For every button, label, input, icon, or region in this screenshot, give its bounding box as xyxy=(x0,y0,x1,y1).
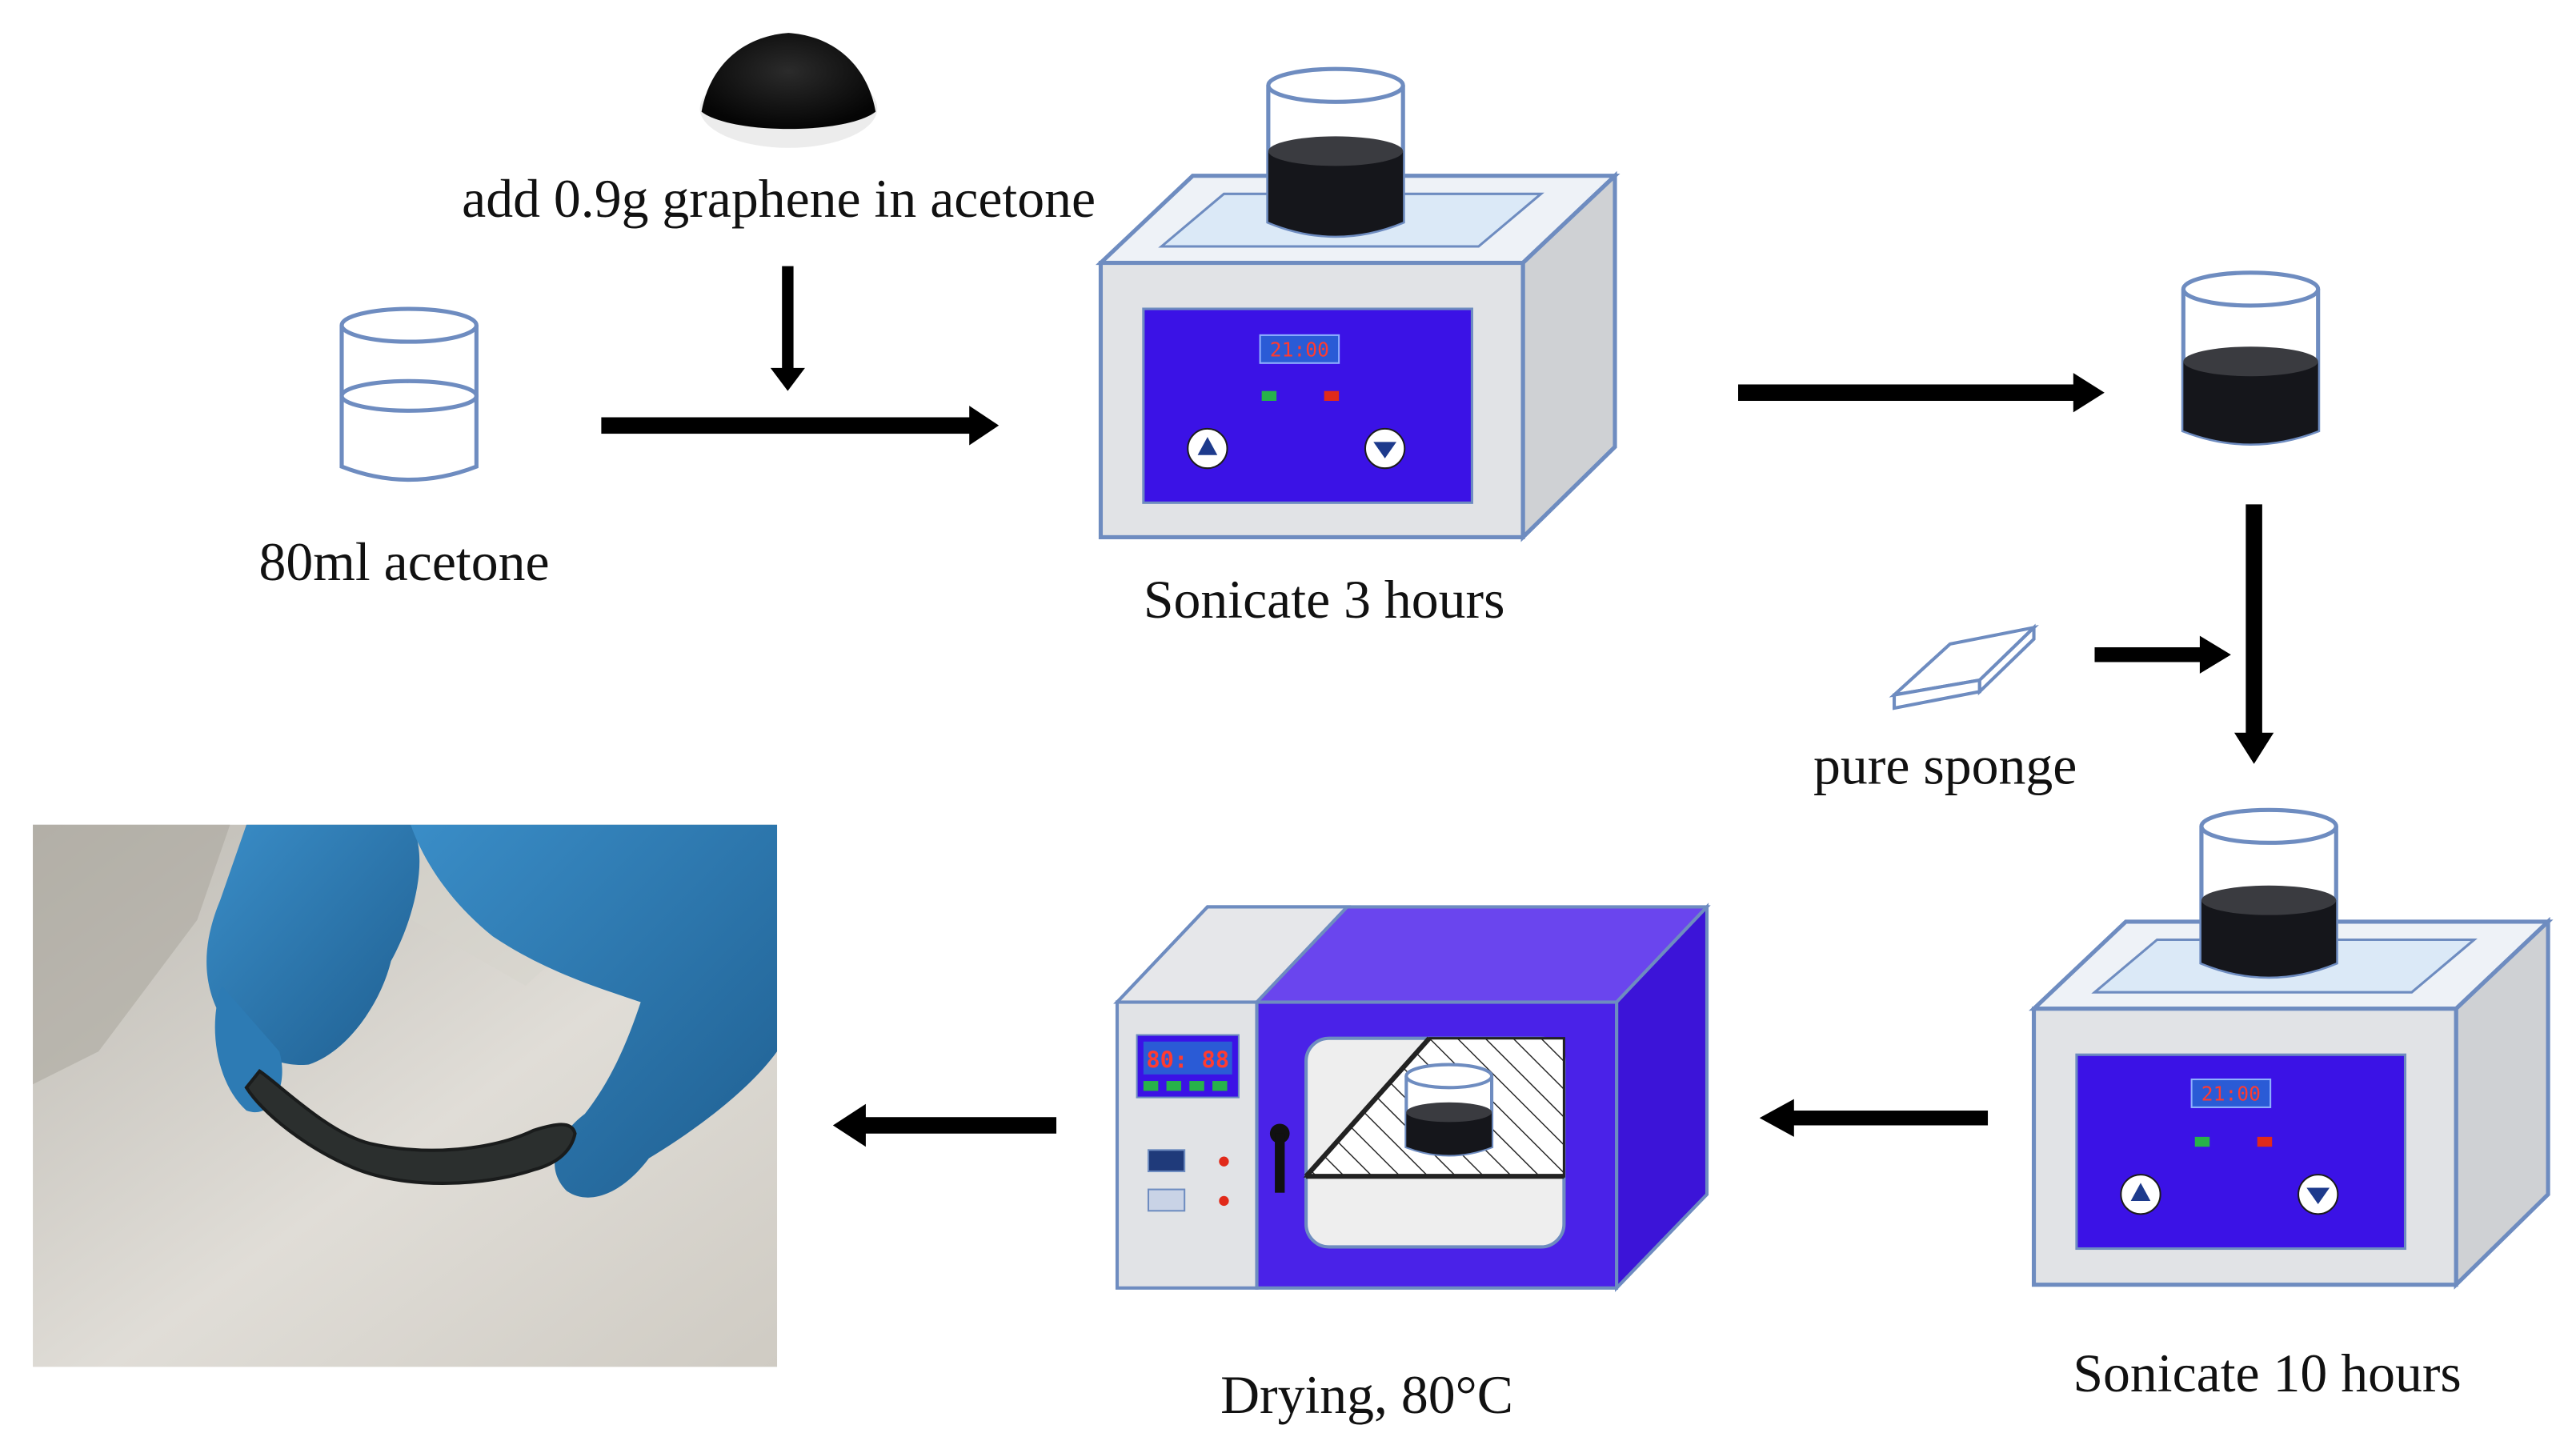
arrow-right-icon xyxy=(1738,373,2105,413)
sonicate-10h-label: Sonicate 10 hours xyxy=(2073,1343,2461,1403)
sonicator-1: 21:00 xyxy=(1096,66,1621,542)
arrow-down-icon xyxy=(770,266,805,391)
sonicator-1-led-red xyxy=(1324,390,1340,402)
oven-handle-icon xyxy=(1269,1123,1290,1193)
graphene-dispersion-beaker-icon xyxy=(2181,270,2321,446)
oven-button-icon xyxy=(1147,1188,1186,1212)
sonicator-2-led-red xyxy=(2257,1136,2273,1147)
graphene-sponge-strip xyxy=(244,1068,577,1185)
arrow-left-icon xyxy=(832,1103,1057,1147)
acetone-beaker-icon xyxy=(339,306,479,482)
drying-label: Drying, 80°C xyxy=(1220,1365,1513,1425)
oven-button-icon xyxy=(1147,1149,1186,1173)
pure-sponge-label: pure sponge xyxy=(1813,735,2077,795)
sponge-photo xyxy=(33,824,778,1367)
acetone-label: 80ml acetone xyxy=(258,532,549,592)
sonicator-1-knob-left-icon xyxy=(1187,427,1228,470)
add-graphene-label: add 0.9g graphene in acetone xyxy=(462,169,1096,229)
sonicator-2: 21:00 xyxy=(2029,807,2554,1290)
glove-right-icon xyxy=(411,824,778,1198)
sonicator-1-beaker-icon xyxy=(1266,66,1405,238)
sonicate-3h-label: Sonicate 3 hours xyxy=(1144,570,1505,630)
oven-display: 80: 88 xyxy=(1146,1047,1229,1074)
sonicator-1-knob-right-icon xyxy=(1364,427,1406,470)
sonicator-1-led-green xyxy=(1261,390,1277,402)
sonicator-2-led-green xyxy=(2194,1136,2210,1147)
oven-beaker-icon xyxy=(1404,1063,1494,1157)
drying-oven: 80: 88 xyxy=(1113,903,1711,1292)
pure-sponge-icon xyxy=(1889,623,2039,710)
arrow-left-icon xyxy=(1759,1099,1989,1137)
sonicator-1-timer: 21:00 xyxy=(1270,338,1329,362)
arrow-right-icon xyxy=(601,406,1000,446)
arrow-right-icon xyxy=(2094,635,2231,674)
sonicator-2-knob-left-icon xyxy=(2120,1174,2161,1215)
graphene-powder-icon xyxy=(699,33,878,148)
sonicator-2-timer: 21:00 xyxy=(2201,1083,2261,1106)
arrow-down-icon xyxy=(2233,504,2274,764)
sonicator-2-beaker-icon xyxy=(2199,807,2338,979)
sonicator-2-knob-right-icon xyxy=(2298,1174,2339,1215)
